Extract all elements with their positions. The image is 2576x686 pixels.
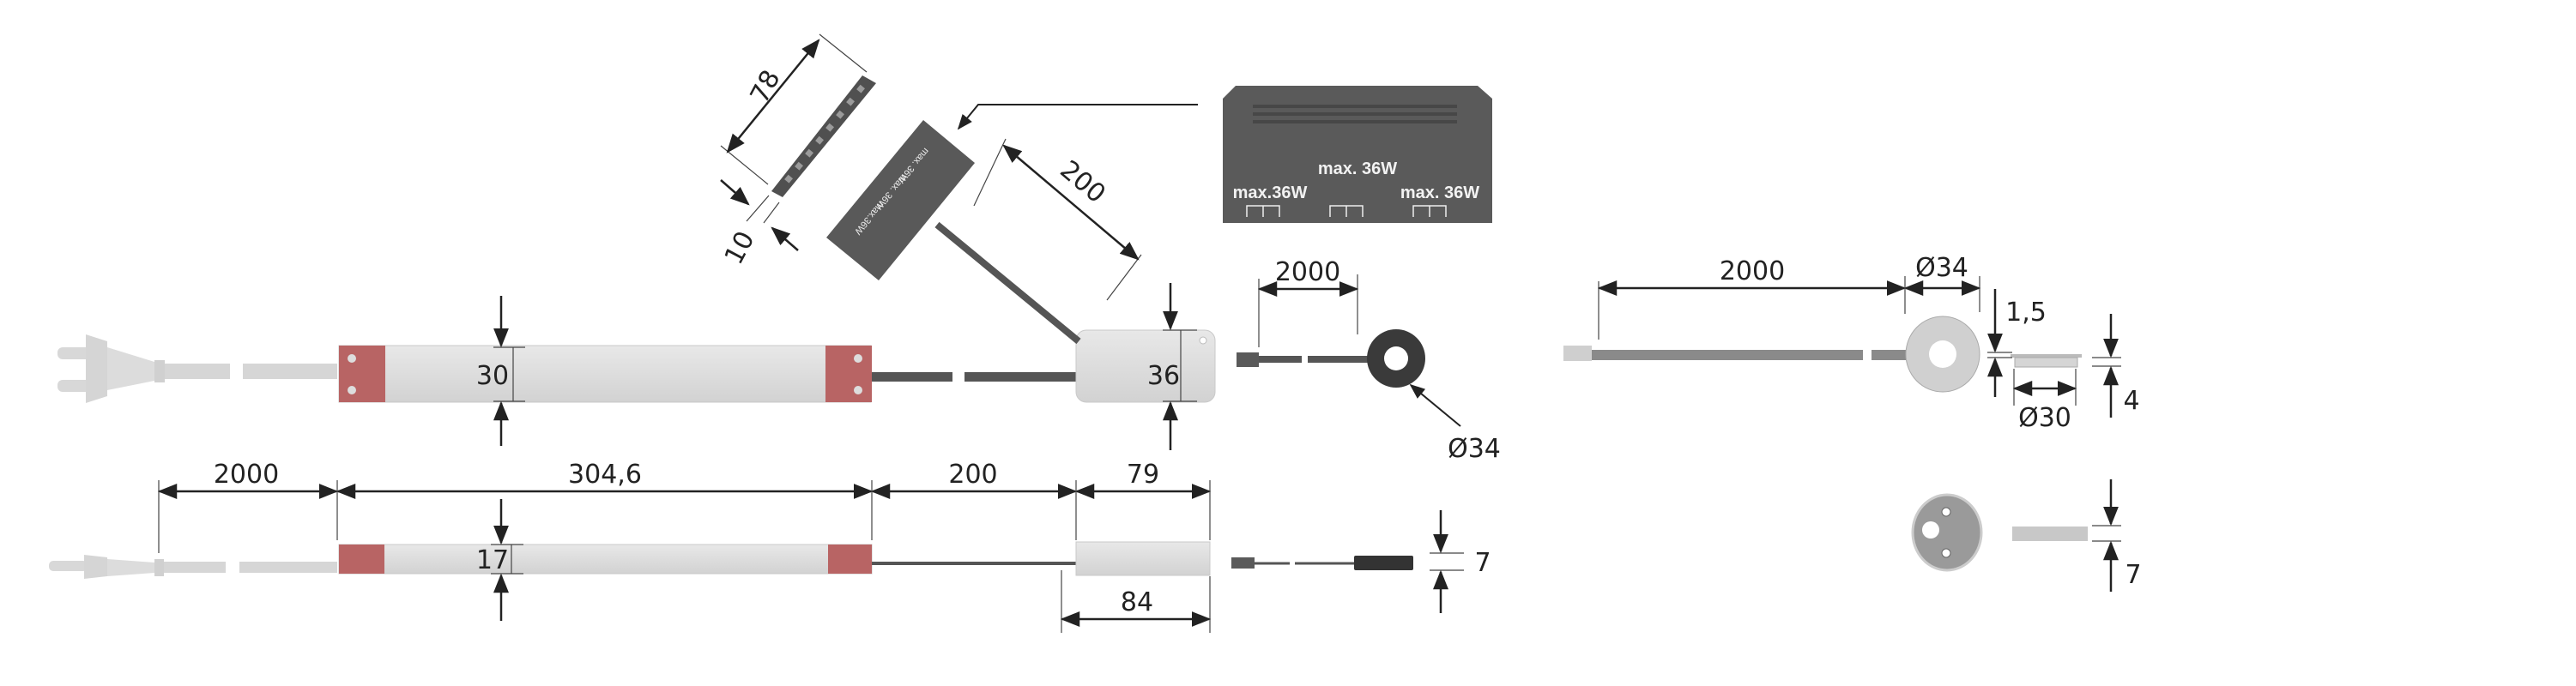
dimension-label: 7 (1474, 548, 1491, 578)
dimension-label: 4 (2123, 386, 2139, 416)
dimension-label: 84 (1121, 587, 1153, 617)
dimension-sensor-cable: 2000 (1257, 257, 1359, 347)
dimension-label: 2000 (214, 460, 279, 490)
dimension-label: 78 (745, 65, 787, 108)
dimension-profile-height: 4 (2092, 314, 2140, 418)
dimension-label: 79 (1127, 460, 1159, 490)
dimension-row-lengths: 2000 304,6 200 79 (157, 460, 1212, 553)
driver-output-cable-top (872, 372, 1078, 382)
led-driver-top (338, 345, 872, 403)
disc-sensor-profile (2011, 354, 2082, 368)
dimension-cutout-diameter: Ø30 (2012, 369, 2077, 433)
dimension-driver-height-top: 30 (476, 296, 525, 446)
dimension-label: 304,6 (568, 460, 642, 490)
dimension-disc-cable: 2000 Ø34 (1597, 253, 1981, 340)
sensor-side-view (1231, 556, 1413, 570)
port-label-top: max. 36W (1318, 159, 1397, 178)
dimension-box-width: 84 (1060, 570, 1212, 633)
distribution-box-top (1075, 329, 1216, 403)
dimension-label: 2000 (1275, 257, 1340, 287)
sensor-dark-ring (1237, 329, 1425, 388)
dimension-strip-width: 10 (719, 179, 799, 269)
port-label-right: max. 36W (1400, 184, 1479, 202)
distribution-box-side (1075, 541, 1211, 576)
dimension-label: 2000 (1720, 256, 1785, 286)
dimension-label: Ø34 (1448, 434, 1501, 464)
junction-box-rotated: max.36W max. 36W max. 36W (826, 120, 975, 280)
mains-plug-top (57, 334, 165, 403)
led-strip-connector (771, 75, 876, 197)
dimension-sensor-diameter: Ø34 (1409, 383, 1501, 464)
dimension-label: 200 (1054, 155, 1110, 210)
disc-sensor (1563, 316, 1980, 393)
mains-plug-side (49, 555, 337, 579)
mains-cable-top (165, 364, 337, 379)
junction-box-top-view: max. 36W max.36W max. 36W (1223, 86, 1492, 223)
led-driver-side (338, 544, 873, 575)
dimension-label: 10 (719, 226, 761, 269)
dimension-label: 200 (948, 460, 997, 490)
dimension-label: 30 (476, 361, 509, 391)
dimension-label: 7 (2125, 560, 2141, 590)
mounting-base (1911, 493, 2088, 572)
dimension-plate-thickness: 1,5 (1987, 289, 2047, 397)
leader-arrow-junction (957, 104, 1198, 130)
dimension-label: 17 (476, 545, 509, 575)
dimension-label: Ø30 (2018, 403, 2071, 433)
port-label-left: max.36W (1233, 184, 1308, 202)
dimension-label: 1,5 (2005, 298, 2047, 328)
dimension-label: 36 (1147, 361, 1180, 391)
dimension-base-height: 7 (2092, 479, 2142, 592)
junction-cable (934, 221, 1081, 345)
dimension-box-height-top: 36 (1147, 283, 1197, 450)
dimension-sensor-thickness: 7 (1430, 510, 1491, 613)
dimension-label: Ø34 (1915, 253, 1968, 283)
dimension-driver-height-bottom: 17 (476, 499, 523, 621)
